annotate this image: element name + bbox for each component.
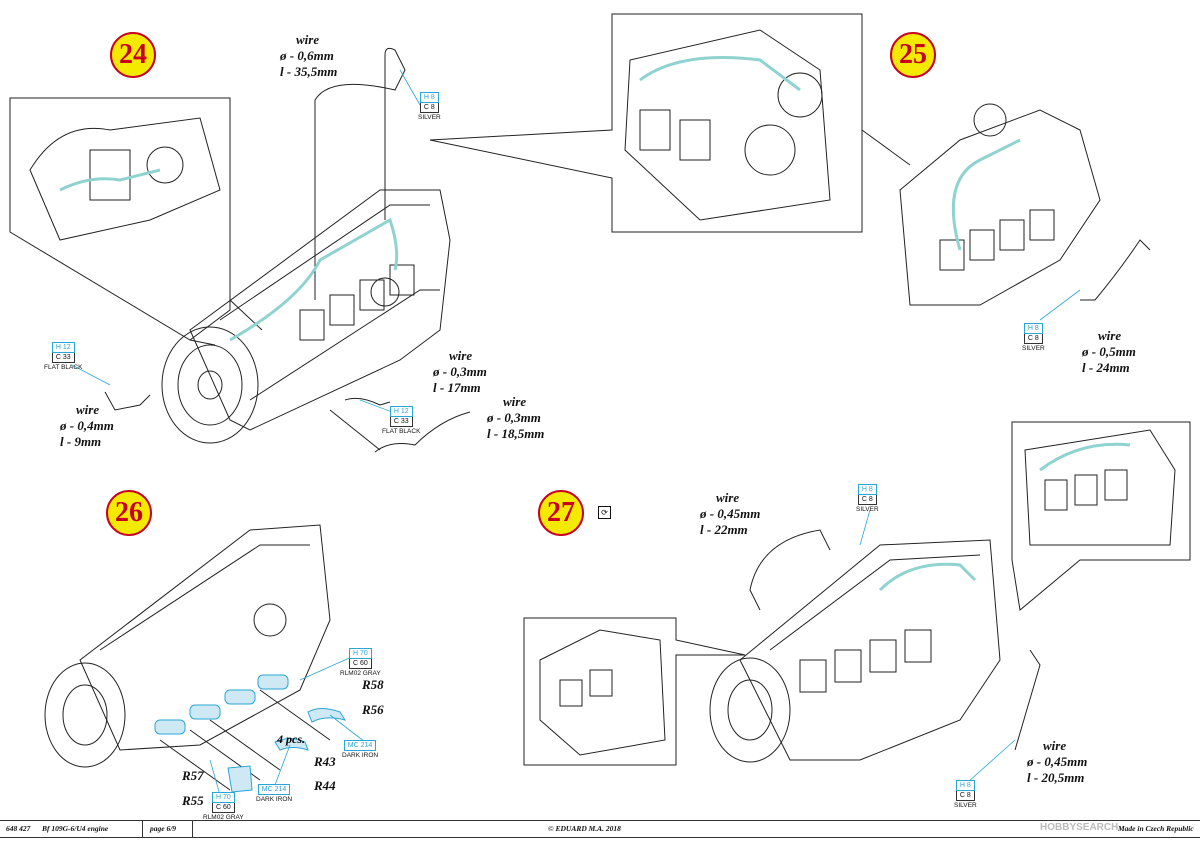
part-r57: R57	[182, 768, 204, 783]
s25-engine-drawing	[899, 103, 1151, 306]
exhaust-part-r43	[274, 738, 309, 751]
s27-left-inset-frame	[523, 617, 746, 766]
part-r44: R44	[314, 778, 336, 793]
s27-inset-highlight	[1039, 442, 1131, 472]
watermark-logo: HOBBYSEARCH	[1040, 822, 1119, 833]
part-r58: R58	[362, 677, 384, 692]
part-r43: R43	[314, 754, 336, 769]
footer-code: 648 427	[6, 824, 31, 833]
s24-inset-drawing	[29, 117, 221, 241]
step-25-badge: 25	[890, 32, 936, 78]
step-26-badge: 26	[106, 490, 152, 536]
s24-right-wire	[374, 411, 471, 453]
swap-icon: ⟳	[598, 506, 611, 519]
part-r55: R55	[182, 793, 204, 808]
s27-right-inset-frame	[1011, 421, 1191, 611]
s24-highlight	[229, 217, 399, 342]
footer-made-in: Made in Czech Republic	[1118, 824, 1194, 833]
s25-highlight	[951, 138, 1021, 251]
exhaust-part-r58	[307, 708, 347, 723]
s24-mid-wire	[344, 397, 391, 406]
quantity-label: 4 pcs.	[277, 732, 305, 746]
s25-inset-drawing	[624, 29, 831, 221]
footer-page: page 6/9	[150, 824, 177, 833]
s24-inset-frame	[9, 97, 231, 341]
s27-right-inset-drawing	[1024, 429, 1176, 546]
s26-engine-drawing	[44, 524, 331, 791]
footer-title: Bf 109G-6/U4 engine	[42, 824, 109, 833]
s27-engine-drawing	[709, 529, 1041, 763]
s25-inset-highlight	[639, 56, 801, 92]
s24-left-wire	[104, 391, 151, 411]
footer-copyright: © EDUARD M.A. 2018	[548, 824, 621, 833]
s27-highlight	[878, 562, 977, 592]
exhaust-part-r57	[227, 765, 253, 793]
footer-bar: 648 427 Bf 109G-6/U4 engine page 6/9 © E…	[0, 820, 1200, 838]
s27-top-wire	[749, 529, 831, 611]
s24-engine-drawing	[161, 189, 451, 444]
s27-bottom-wire	[1014, 649, 1041, 751]
part-r56: R56	[362, 702, 384, 717]
step-27-badge: 27	[538, 490, 584, 536]
s24-top-wire	[314, 47, 406, 220]
step-24-badge: 24	[110, 32, 156, 78]
s25-inset-frame	[429, 13, 863, 233]
s24-inset-highlight	[59, 168, 161, 192]
s27-left-inset-drawing	[539, 629, 666, 756]
